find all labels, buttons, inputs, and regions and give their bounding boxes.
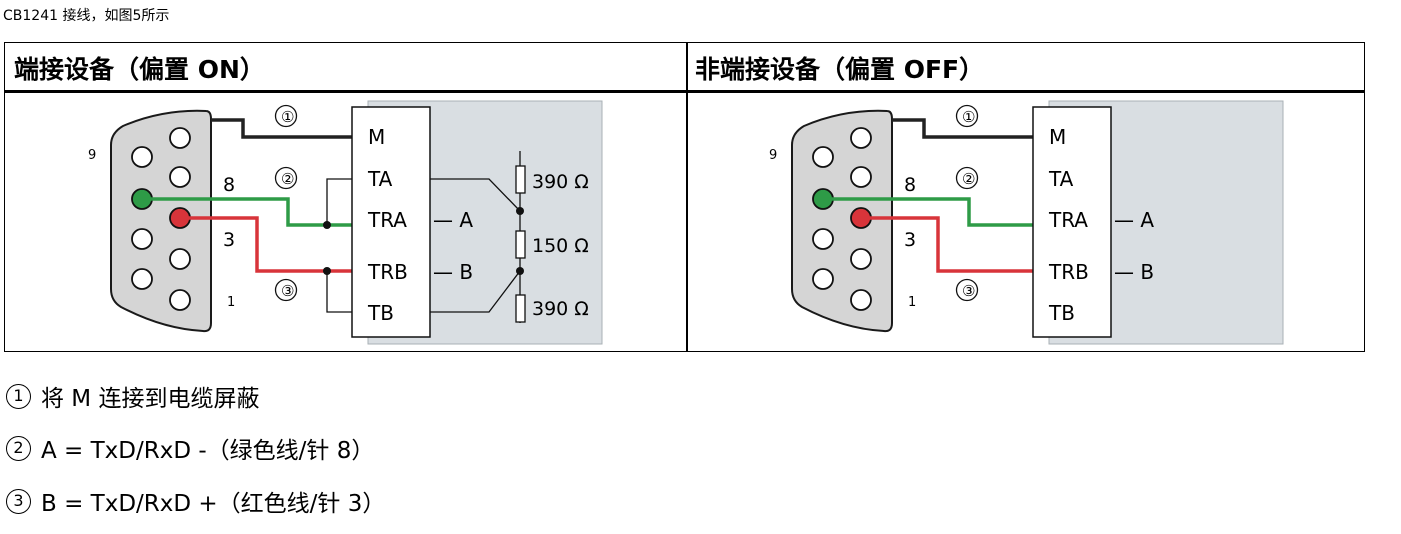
marker-glyph: ② bbox=[962, 170, 975, 188]
junction-dot bbox=[323, 267, 331, 275]
pin-6-hole bbox=[812, 268, 834, 290]
pin-7-hole bbox=[812, 228, 834, 250]
pin-7-hole bbox=[131, 228, 153, 250]
marker-glyph: ① bbox=[962, 108, 975, 126]
terminal-trb: TRB bbox=[367, 260, 408, 284]
marker-1: ① bbox=[274, 104, 298, 128]
terminal-ta: TA bbox=[367, 167, 393, 191]
legend-number: 1 bbox=[6, 383, 31, 409]
marker-2: ② bbox=[955, 166, 979, 190]
marker-glyph: ① bbox=[281, 108, 294, 126]
pin-number-3: 3 bbox=[223, 229, 235, 251]
legend-text: 将 M 连接到电缆屏蔽 bbox=[41, 386, 260, 412]
pin-number-8: 8 bbox=[223, 174, 235, 196]
pin-number-3: 3 bbox=[904, 229, 916, 251]
terminal-ta: TA bbox=[1048, 167, 1074, 191]
pin-2-hole bbox=[850, 248, 872, 270]
terminal-tra: TRA bbox=[367, 208, 407, 232]
pin-number-8: 8 bbox=[904, 174, 916, 196]
marker-2: ② bbox=[274, 166, 298, 190]
marker-circle bbox=[274, 166, 298, 190]
terminal-block bbox=[1032, 106, 1112, 338]
figure-caption: CB1241 接线，如图5所示 bbox=[3, 8, 170, 24]
header-divider bbox=[5, 90, 1364, 93]
marker-1: ① bbox=[955, 104, 979, 128]
legend-item-1: 1 将 M 连接到电缆屏蔽 bbox=[6, 379, 259, 413]
signal-b-label: — B bbox=[433, 260, 473, 284]
non-terminated-device-diagram: M TA TRA TRB TB — A — B ① ② ③ 9 8 3 1 bbox=[769, 100, 1284, 345]
junction-dot bbox=[323, 221, 331, 229]
terminal-tra: TRA bbox=[1048, 208, 1088, 232]
marker-glyph: ③ bbox=[962, 282, 975, 300]
pin-number-9: 9 bbox=[769, 148, 777, 163]
terminated-device-diagram: M TA TRA TRB TB — A — B 390 Ω 150 Ω 390 … bbox=[88, 100, 603, 345]
column-divider bbox=[686, 43, 688, 351]
pin-5-hole bbox=[850, 127, 872, 149]
legend-text: B = TxD/RxD +（红色线/针 3） bbox=[41, 491, 386, 517]
ta-bias-line bbox=[430, 178, 521, 212]
marker-circle bbox=[955, 104, 979, 128]
marker-glyph: ② bbox=[281, 170, 294, 188]
pin-number-9: 9 bbox=[88, 148, 96, 163]
db9-connector-shell bbox=[110, 109, 212, 333]
resistor-390-bottom bbox=[515, 294, 526, 323]
terminal-trb: TRB bbox=[1048, 260, 1089, 284]
legend-item-2: 2 A = TxD/RxD -（绿色线/针 8） bbox=[6, 431, 374, 465]
signal-a-label: — A bbox=[433, 208, 473, 232]
legend-text: A = TxD/RxD -（绿色线/针 8） bbox=[41, 438, 375, 464]
tb-bias-line bbox=[430, 270, 521, 313]
db9-connector-shell bbox=[791, 109, 893, 333]
jumper-tb-trb bbox=[326, 271, 352, 313]
red-wire-b bbox=[861, 216, 1033, 273]
marker-circle bbox=[274, 278, 298, 302]
shield-wire-m bbox=[892, 118, 1033, 139]
resistor-150 bbox=[515, 230, 526, 259]
marker-3: ③ bbox=[955, 278, 979, 302]
marker-circle bbox=[955, 166, 979, 190]
marker-circle bbox=[955, 278, 979, 302]
header-non-terminated-device: 非端接设备（偏置 OFF） bbox=[695, 55, 985, 84]
pin-5-hole bbox=[169, 127, 191, 149]
resistor-node bbox=[516, 267, 524, 275]
jumper-ta-tra bbox=[326, 178, 352, 225]
terminal-tb: TB bbox=[1048, 301, 1075, 325]
terminal-m: M bbox=[1049, 125, 1066, 149]
resistor-label-middle: 150 Ω bbox=[532, 235, 589, 257]
pin-1-hole bbox=[169, 289, 191, 311]
wiring-table: 端接设备（偏置 ON） 非端接设备（偏置 OFF） M TA TRA TRB T… bbox=[4, 42, 1365, 352]
pin-9-hole bbox=[812, 146, 834, 168]
legend-number: 3 bbox=[6, 488, 31, 514]
pin-number-1: 1 bbox=[908, 295, 916, 310]
resistor-node bbox=[516, 207, 524, 215]
pin-4-hole bbox=[169, 166, 191, 188]
green-wire-a bbox=[823, 197, 1033, 227]
resistor-390-top bbox=[515, 165, 526, 194]
resistor-label-top: 390 Ω bbox=[532, 171, 589, 193]
signal-b-label: — B bbox=[1114, 260, 1154, 284]
marker-3: ③ bbox=[274, 278, 298, 302]
pin-1-hole bbox=[850, 289, 872, 311]
red-wire-b bbox=[180, 216, 352, 273]
header-terminated-device: 端接设备（偏置 ON） bbox=[14, 55, 265, 84]
green-wire-a bbox=[142, 197, 352, 227]
shield-wire-m bbox=[211, 118, 352, 139]
pin-2-hole bbox=[169, 248, 191, 270]
legend-number: 2 bbox=[6, 435, 31, 461]
pin-6-hole bbox=[131, 268, 153, 290]
pin-9-hole bbox=[131, 146, 153, 168]
resistor-label-bottom: 390 Ω bbox=[532, 298, 589, 320]
marker-circle bbox=[274, 104, 298, 128]
terminal-m: M bbox=[368, 125, 385, 149]
pin-4-hole bbox=[850, 166, 872, 188]
terminal-tb: TB bbox=[367, 301, 394, 325]
terminal-block bbox=[351, 106, 431, 338]
marker-glyph: ③ bbox=[281, 282, 294, 300]
signal-a-label: — A bbox=[1114, 208, 1154, 232]
pin-number-1: 1 bbox=[227, 295, 235, 310]
legend-item-3: 3 B = TxD/RxD +（红色线/针 3） bbox=[6, 484, 385, 518]
